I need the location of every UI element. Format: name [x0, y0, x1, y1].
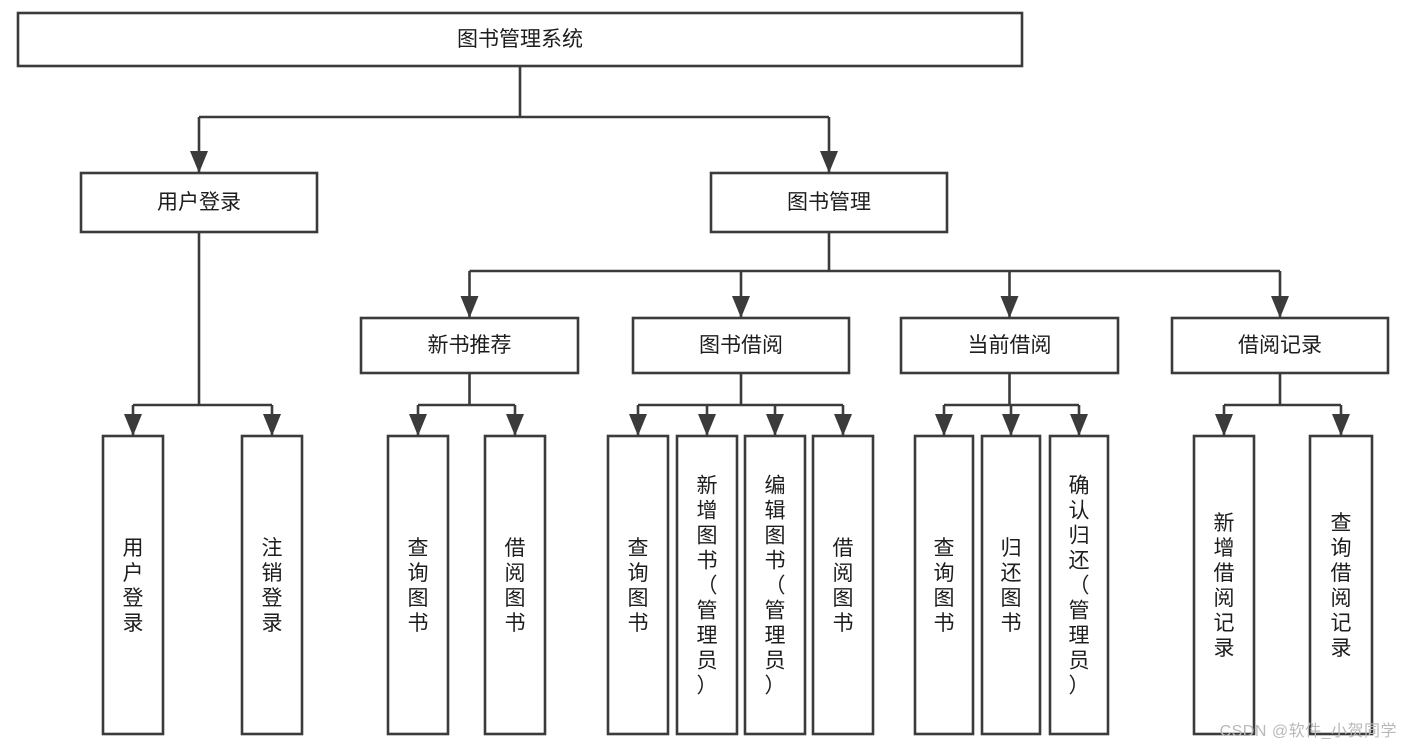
- node-label: 新增借阅记录: [1214, 512, 1235, 660]
- arrow-head-leaf-borrow-book: [834, 414, 852, 436]
- node-leaf-borrow-book-rec[interactable]: 借阅图书: [483, 434, 547, 736]
- node-box: [79, 171, 319, 234]
- node-box: [743, 434, 807, 736]
- edges-layer: [124, 66, 1350, 436]
- node-label: 用户登录: [157, 191, 241, 214]
- node-box: [483, 434, 547, 736]
- node-leaf-query-book[interactable]: 查询图书: [606, 434, 670, 736]
- node-leaf-query-book-rec[interactable]: 查询图书: [386, 434, 450, 736]
- arrow-head-book-manage: [820, 151, 838, 173]
- node-label: 编辑图书（管理员）: [765, 475, 786, 698]
- node-box: [709, 171, 949, 234]
- arrow-head-leaf-query-record: [1332, 414, 1350, 436]
- node-label: 用户登录: [123, 537, 144, 635]
- node-label: 借阅图书: [833, 537, 854, 635]
- node-leaf-add-record[interactable]: 新增借阅记录: [1192, 434, 1256, 736]
- node-new-book-rec[interactable]: 新书推荐: [359, 316, 580, 375]
- node-box: [606, 434, 670, 736]
- arrow-head-user-login: [190, 151, 208, 173]
- arrow-head-leaf-return-book: [1002, 414, 1020, 436]
- arrow-head-leaf-query-book-cur: [935, 414, 953, 436]
- node-label: 借阅图书: [505, 537, 526, 635]
- node-box: [101, 434, 165, 736]
- arrow-head-leaf-logout: [263, 414, 281, 436]
- node-book-manage[interactable]: 图书管理: [709, 171, 949, 234]
- node-leaf-user-login[interactable]: 用户登录: [101, 434, 165, 736]
- csdn-watermark: CSDN @软件_小贺同学: [1219, 723, 1397, 740]
- node-label: 图书管理系统: [457, 28, 583, 51]
- node-label: 查询图书: [408, 537, 429, 635]
- arrow-head-new-book-rec: [460, 296, 479, 318]
- node-box: [1192, 434, 1256, 736]
- arrow-head-leaf-query-book-rec: [409, 414, 427, 436]
- node-label: 新增图书（管理员）: [697, 475, 718, 698]
- arrow-head-book-borrow: [732, 296, 750, 318]
- node-leaf-logout[interactable]: 注销登录: [240, 434, 304, 736]
- arrow-head-leaf-query-book: [629, 414, 647, 436]
- arrow-head-leaf-edit-book: [766, 414, 784, 436]
- node-user-login[interactable]: 用户登录: [79, 171, 319, 234]
- node-leaf-add-book[interactable]: 新增图书（管理员）: [675, 434, 739, 736]
- node-leaf-confirm-return[interactable]: 确认归还（管理员）: [1048, 434, 1110, 736]
- node-box: [980, 434, 1042, 736]
- node-label: 图书管理: [787, 191, 871, 214]
- node-label: 确认归还（管理员）: [1069, 475, 1090, 698]
- nodes-layer: 图书管理系统用户登录图书管理新书推荐图书借阅当前借阅借阅记录用户登录注销登录查询…: [16, 11, 1390, 736]
- node-box: [1048, 434, 1110, 736]
- arrow-head-borrow-record: [1271, 296, 1289, 318]
- arrow-head-leaf-confirm-return: [1070, 414, 1088, 436]
- node-leaf-return-book[interactable]: 归还图书: [980, 434, 1042, 736]
- arrow-head-leaf-add-book: [698, 414, 716, 436]
- node-label: 借阅记录: [1238, 334, 1322, 357]
- node-label: 查询借阅记录: [1331, 512, 1352, 660]
- node-leaf-query-record[interactable]: 查询借阅记录: [1308, 434, 1374, 736]
- node-box: [1170, 316, 1390, 375]
- node-box: [899, 316, 1120, 375]
- node-label: 查询图书: [628, 537, 649, 635]
- node-box: [913, 434, 975, 736]
- arrow-head-leaf-user-login: [124, 414, 142, 436]
- node-current-borrow[interactable]: 当前借阅: [899, 316, 1120, 375]
- node-label: 查询图书: [934, 537, 955, 635]
- node-leaf-query-book-cur[interactable]: 查询图书: [913, 434, 975, 736]
- node-box: [811, 434, 875, 736]
- node-box: [631, 316, 851, 375]
- node-label: 注销登录: [262, 537, 283, 635]
- node-label: 当前借阅: [968, 334, 1052, 357]
- node-box: [1308, 434, 1374, 736]
- node-label: 归还图书: [1001, 537, 1022, 635]
- node-leaf-edit-book[interactable]: 编辑图书（管理员）: [743, 434, 807, 736]
- node-book-borrow[interactable]: 图书借阅: [631, 316, 851, 375]
- arrow-head-current-borrow: [1000, 296, 1019, 318]
- node-box: [359, 316, 580, 375]
- node-box: [240, 434, 304, 736]
- node-box: [675, 434, 739, 736]
- node-label: 图书借阅: [699, 334, 783, 357]
- node-root[interactable]: 图书管理系统: [16, 11, 1024, 68]
- node-box: [16, 11, 1024, 68]
- node-leaf-borrow-book[interactable]: 借阅图书: [811, 434, 875, 736]
- arrow-head-leaf-add-record: [1215, 414, 1233, 436]
- node-borrow-record[interactable]: 借阅记录: [1170, 316, 1390, 375]
- node-label: 新书推荐: [428, 334, 512, 357]
- arrow-head-leaf-borrow-book-rec: [506, 414, 524, 436]
- node-box: [386, 434, 450, 736]
